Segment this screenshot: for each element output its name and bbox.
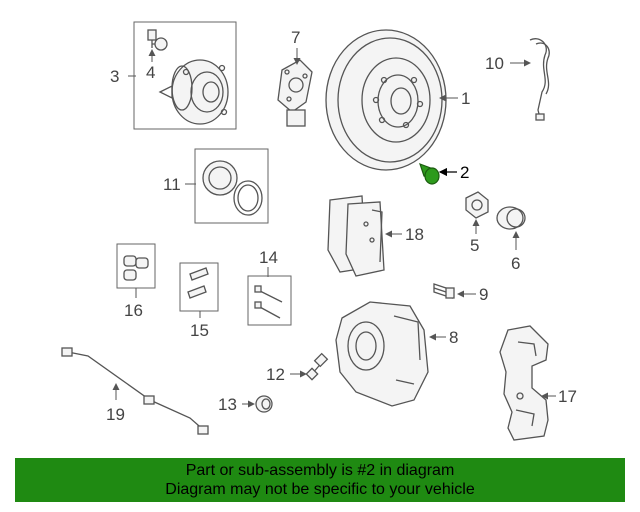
- caliper-bracket-bolt-part[interactable]: [433, 283, 455, 299]
- hub-bolt-part[interactable]: [147, 29, 168, 51]
- guide-pins-part[interactable]: [179, 262, 219, 312]
- callout-13[interactable]: 13: [218, 395, 237, 414]
- callout-1[interactable]: 1: [461, 89, 470, 108]
- caliper-bushings-part[interactable]: [116, 243, 156, 289]
- caliper-bracket-part[interactable]: [499, 325, 549, 441]
- banner-line-1: Part or sub-assembly is #2 in diagram: [185, 462, 455, 479]
- brake-caliper-part[interactable]: [335, 301, 429, 407]
- callout-5[interactable]: 5: [470, 236, 479, 255]
- brake-pads-part[interactable]: [327, 195, 385, 277]
- callout-3[interactable]: 3: [110, 67, 119, 86]
- hub-nut-part[interactable]: [465, 191, 489, 219]
- bleeder-valve-part[interactable]: [305, 352, 329, 381]
- brake-parts-diagram: 3 4 7 1 10 2: [61, 21, 577, 441]
- hub-assembly-part[interactable]: [133, 21, 237, 130]
- highlighted-bolt-part-2[interactable]: [419, 162, 440, 185]
- part-info-banner: Part or sub-assembly is #2 in diagram Di…: [15, 458, 625, 502]
- callout-18[interactable]: 18: [405, 225, 424, 244]
- callout-19[interactable]: 19: [106, 405, 125, 424]
- callout-10[interactable]: 10: [485, 54, 504, 73]
- brake-hose-part[interactable]: [61, 347, 209, 435]
- brake-rotor-part[interactable]: [325, 29, 447, 171]
- dust-cap-part[interactable]: [496, 206, 526, 230]
- callout-7[interactable]: 7: [291, 28, 300, 47]
- callout-17[interactable]: 17: [558, 387, 577, 406]
- callout-12[interactable]: 12: [266, 365, 285, 384]
- seal-kit-part[interactable]: [194, 148, 269, 224]
- dust-shield-part[interactable]: [277, 59, 313, 127]
- callout-2[interactable]: 2: [460, 163, 469, 182]
- callout-14[interactable]: 14: [259, 248, 278, 267]
- banner-line-2: Diagram may not be specific to your vehi…: [165, 481, 475, 498]
- bleeder-cap-part[interactable]: [255, 395, 273, 413]
- callout-9[interactable]: 9: [479, 285, 488, 304]
- callout-16[interactable]: 16: [124, 301, 143, 320]
- callout-8[interactable]: 8: [449, 328, 458, 347]
- callout-6[interactable]: 6: [511, 254, 520, 273]
- caliper-bolts-part[interactable]: [247, 275, 292, 326]
- callout-4[interactable]: 4: [146, 63, 155, 82]
- wear-sensor-wire-part[interactable]: [529, 38, 550, 121]
- callout-11[interactable]: 11: [163, 175, 181, 194]
- callout-15[interactable]: 15: [190, 321, 209, 340]
